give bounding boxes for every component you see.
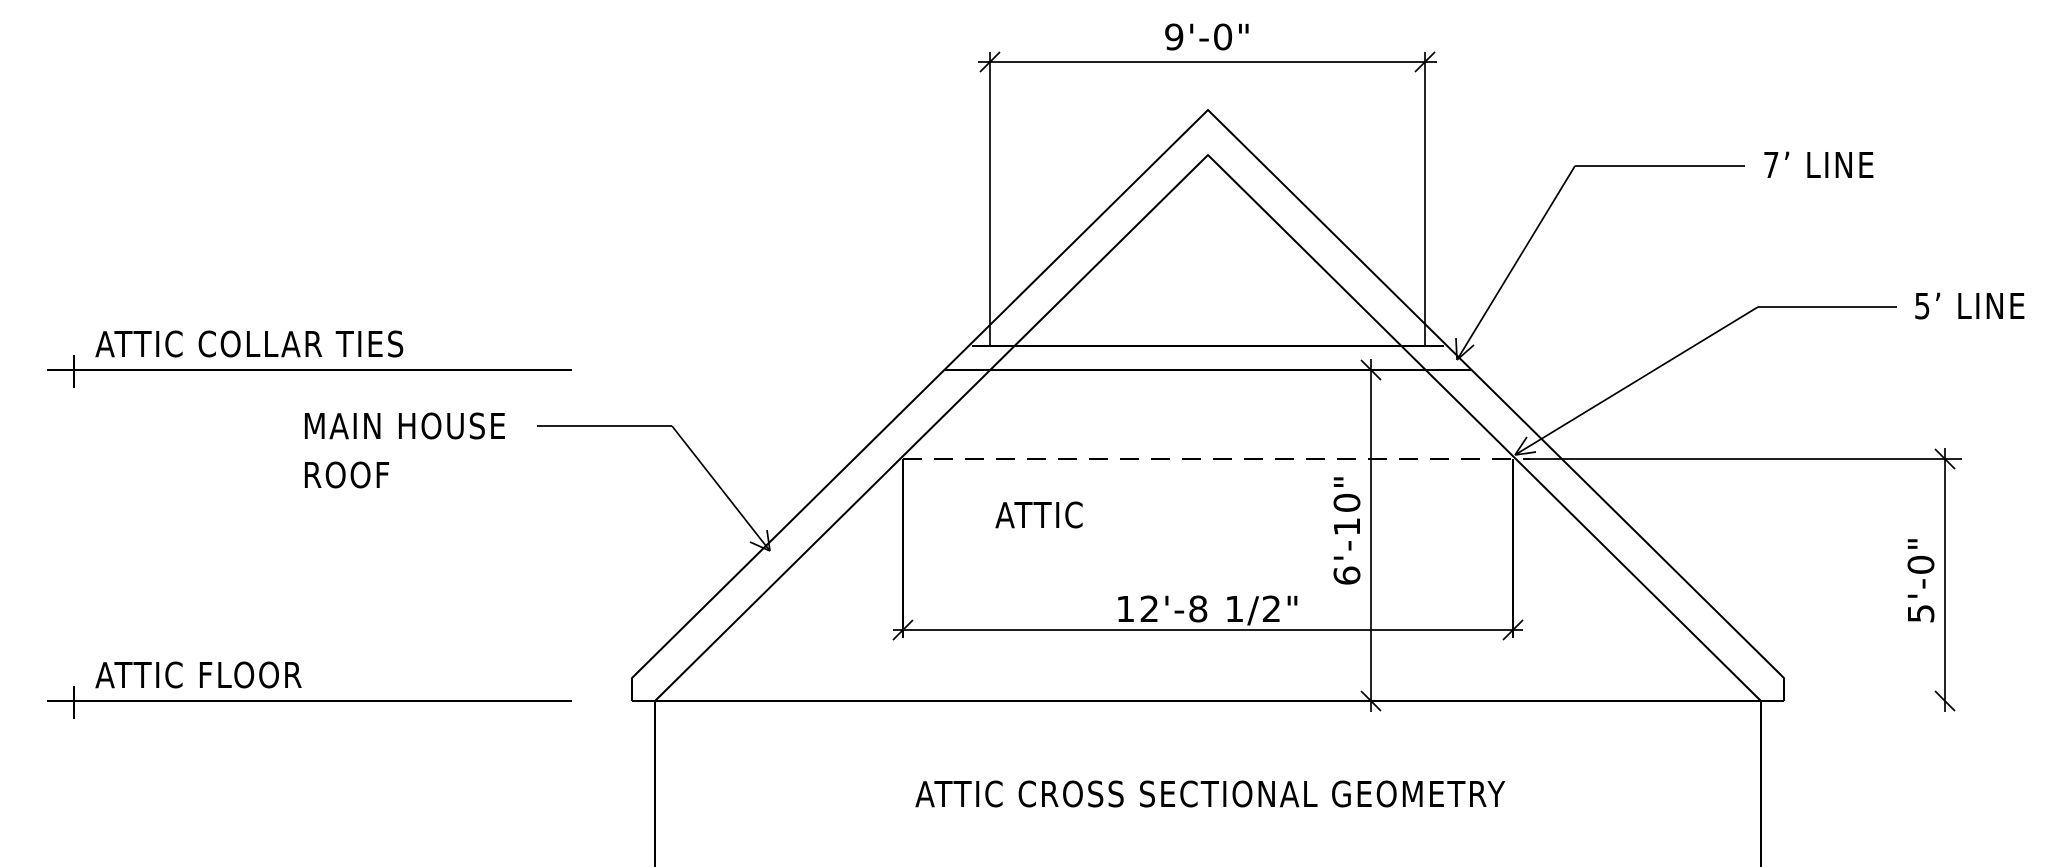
knee-height-dimension [1530,448,1962,712]
main-house-roof-label-line2: ROOF [302,454,392,497]
seven-line-label: 7’ LINE [1762,144,1877,187]
floor-width-dimension [892,619,1524,641]
floor-width-dimension-text: 12'-8 1/2" [1114,590,1302,631]
seven-line-leader [1455,165,1745,361]
collar-tie [945,345,1471,371]
five-line-leader [1514,306,1897,456]
knee-walls [902,459,1514,638]
attic-room-label: ATTIC [995,494,1086,537]
five-line-label: 5’ LINE [1913,285,2028,328]
collar-ties-level-marker [47,355,572,388]
drawing-title: ATTIC CROSS SECTIONAL GEOMETRY [915,773,1507,816]
collar-height-dimension [1360,359,1382,712]
knee-height-dimension-text: 5'-0" [1902,535,1943,625]
main-house-roof-label-line1: MAIN HOUSE [302,405,509,448]
attic-floor-label: ATTIC FLOOR [95,654,304,697]
top-width-dimension-text: 9'-0" [1163,18,1253,59]
main-house-roof-leader [537,425,771,552]
main-roof-outline [631,108,1785,702]
top-width-dimension [978,51,1437,346]
collar-ties-label: ATTIC COLLAR TIES [95,323,407,366]
house-walls [654,701,1762,867]
attic-floor-level-marker [47,686,572,719]
collar-height-dimension-text: 6'-10" [1328,473,1369,587]
